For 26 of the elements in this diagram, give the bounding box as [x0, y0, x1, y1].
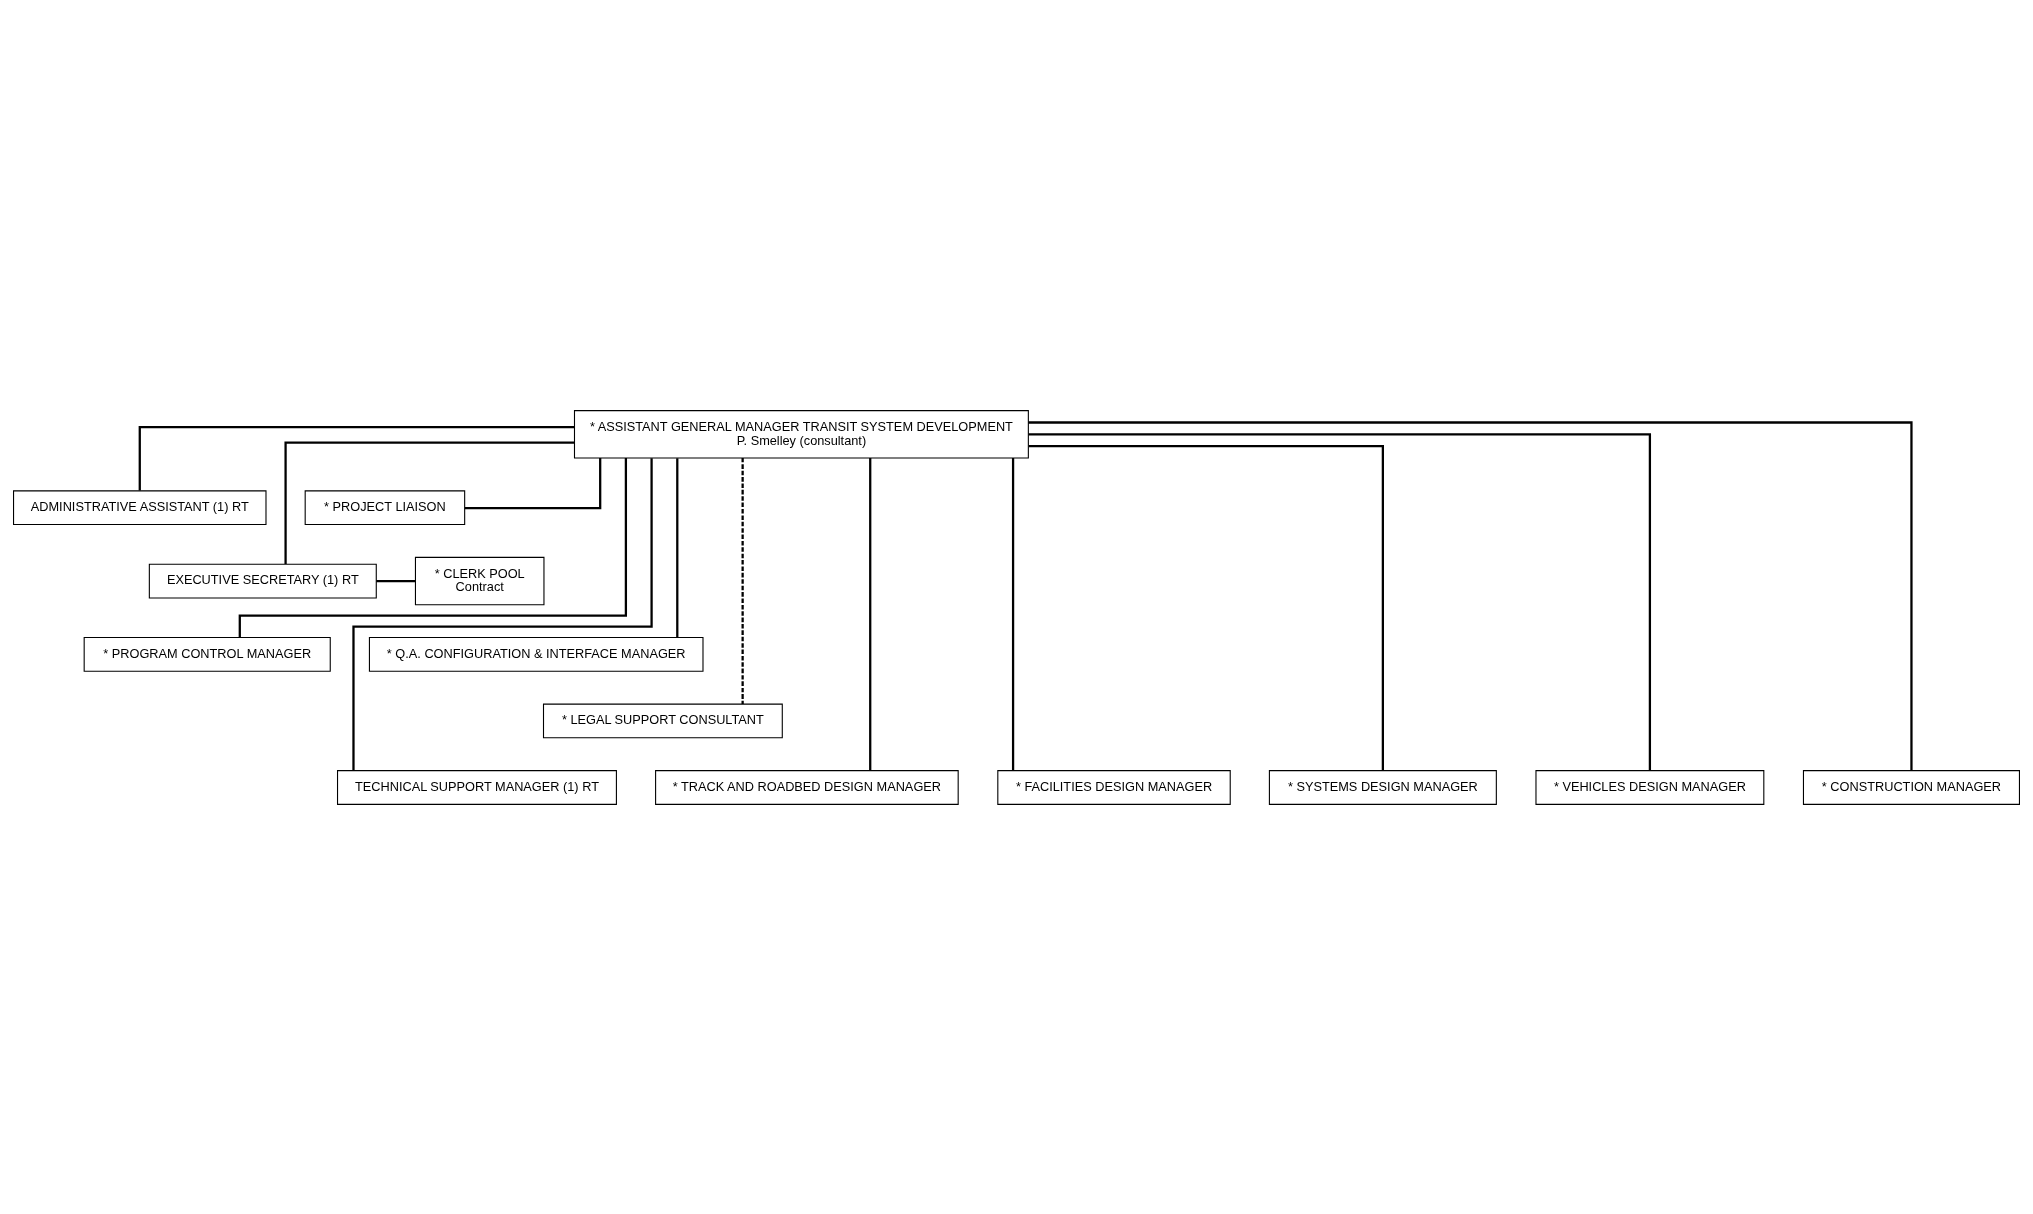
node-box: * SYSTEMS DESIGN MANAGER [1268, 769, 1497, 805]
node-box: * CLERK POOL Contract [414, 556, 545, 605]
connector [464, 457, 602, 509]
connector [376, 579, 416, 582]
node-box: * Q.A. CONFIGURATION & INTERFACE MANAGER [368, 636, 704, 672]
connector [284, 440, 575, 564]
connector [869, 457, 872, 770]
connector [741, 457, 744, 704]
node-box: * TRACK AND ROADBED DESIGN MANAGER [655, 769, 959, 805]
node-box: * CONSTRUCTION MANAGER [1802, 769, 2020, 805]
connector [1028, 444, 1384, 771]
node-box: TECHNICAL SUPPORT MANAGER (1) RT [337, 769, 617, 805]
node-box: * ASSISTANT GENERAL MANAGER TRANSIT SYSTEM DEVELOPMENT P. Smelley (consultant) [573, 409, 1029, 459]
node-box: * PROGRAM CONTROL MANAGER [83, 636, 331, 672]
node-box: ADMINISTRATIVE ASSISTANT (1) RT [13, 489, 267, 525]
connector [1028, 420, 1913, 771]
connector [1028, 432, 1652, 770]
node-box: * LEGAL SUPPORT CONSULTANT [542, 703, 783, 738]
connector [1011, 457, 1015, 770]
node-box: EXECUTIVE SECRETARY (1) RT [148, 563, 377, 598]
connector [352, 457, 653, 771]
node-box: * PROJECT LIAISON [304, 489, 466, 525]
node-box: * FACILITIES DESIGN MANAGER [997, 769, 1231, 805]
connector [676, 457, 679, 637]
node-box: * VEHICLES DESIGN MANAGER [1535, 769, 1765, 805]
connector [138, 425, 575, 491]
